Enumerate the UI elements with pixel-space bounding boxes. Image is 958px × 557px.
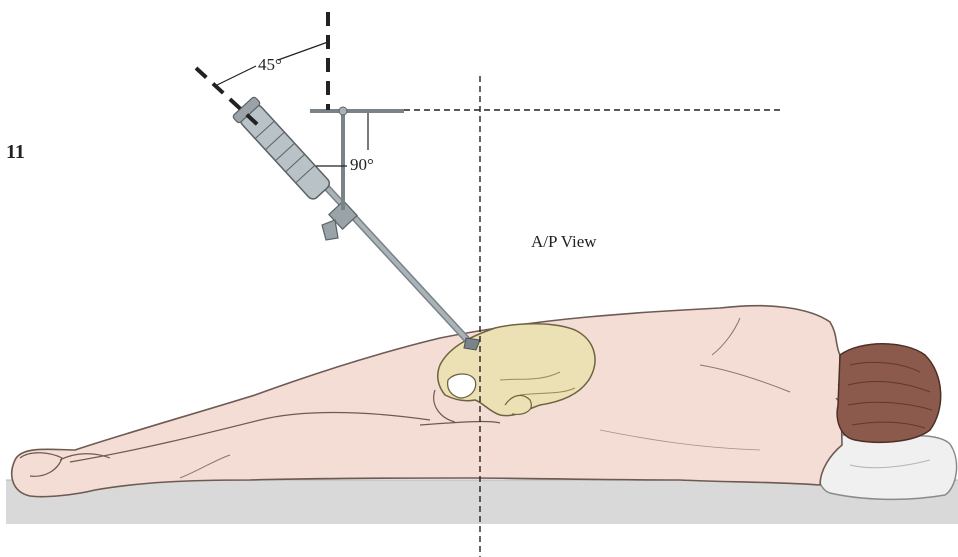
guide-instrument <box>232 96 480 350</box>
angle-90-label: 90° <box>350 155 374 175</box>
head-hair <box>837 344 941 443</box>
operating-table <box>6 480 958 524</box>
figure-number: 11 <box>6 141 25 164</box>
view-label: A/P View <box>531 232 597 252</box>
angle-45-label: 45° <box>258 55 282 75</box>
patient-figure <box>12 306 851 497</box>
